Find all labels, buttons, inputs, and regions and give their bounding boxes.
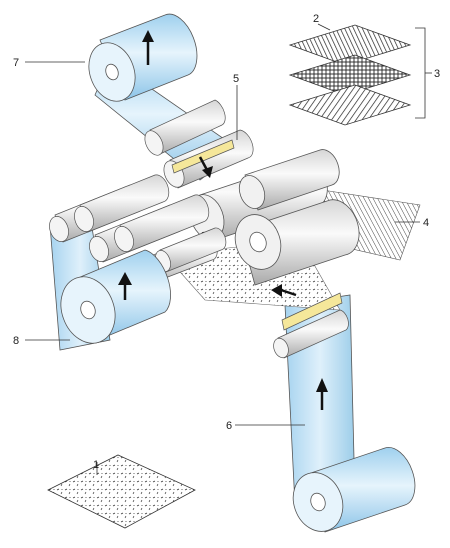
roll-8: [60, 249, 171, 344]
arrow-down-icon: [202, 166, 213, 178]
label-8: 8: [13, 335, 19, 347]
roll-6: [292, 447, 416, 533]
arrow-up-icon-3: [316, 378, 328, 392]
applicator-bar-bottom: [281, 292, 343, 331]
layer-stack-sample: [288, 24, 412, 126]
arrow-left-icon: [271, 284, 282, 297]
bracket-3: [415, 27, 426, 119]
press-roller-group: [189, 149, 360, 286]
right-sheet-arrow: [316, 378, 328, 410]
leader-lines: [25, 23, 432, 475]
label-6: 6: [226, 420, 232, 432]
roll-7: [88, 13, 198, 102]
guide-roller-right: [273, 309, 349, 359]
label-5: 5: [233, 73, 239, 85]
roller-stack-left: [49, 174, 227, 286]
arrow-up-icon: [142, 30, 154, 42]
label-1: 1: [93, 459, 99, 471]
label-3: 3: [434, 68, 440, 80]
label-2: 2: [313, 13, 319, 25]
label-4: 4: [423, 217, 429, 229]
applicator-bar-top: [171, 139, 235, 174]
fiber-mat-sample: [47, 454, 196, 529]
label-7: 7: [13, 57, 19, 69]
arrow-up-icon-2: [118, 272, 132, 285]
